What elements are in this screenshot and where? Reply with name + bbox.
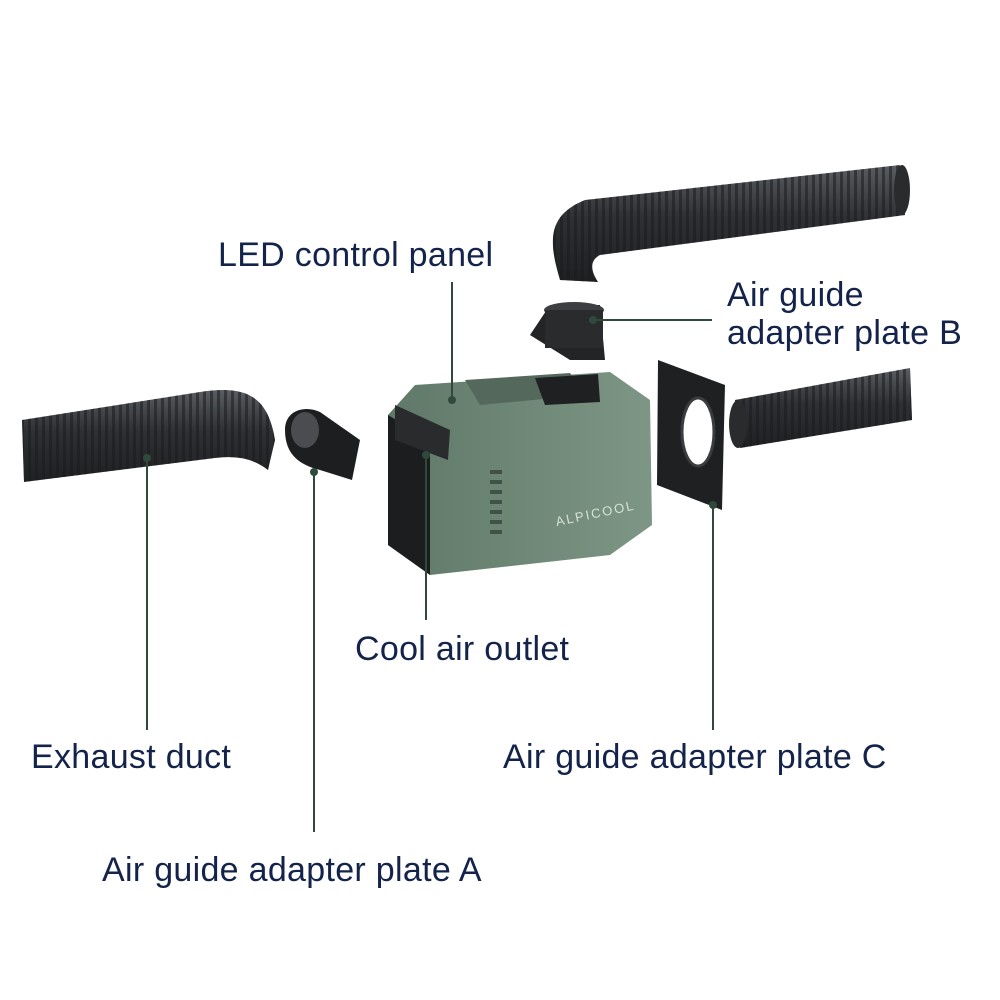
label-exhaust-duct: Exhaust duct	[31, 738, 232, 776]
air-guide-adapter-plate-b	[530, 302, 605, 360]
vent-slots	[490, 470, 502, 534]
exhaust-duct-right	[729, 368, 912, 448]
leader-lines	[143, 282, 717, 832]
leader-dot-a	[310, 468, 318, 476]
air-guide-adapter-plate-a	[285, 409, 360, 480]
label-led-control-panel: LED control panel	[218, 236, 494, 274]
label-air-guide-adapter-plate-b: Air guide adapter plate B	[727, 276, 962, 352]
exhaust-duct-top	[552, 165, 910, 282]
leader-dot-b	[589, 316, 597, 324]
air-conditioner-unit: ALPICOOL	[388, 372, 652, 575]
label-cool-air-outlet: Cool air outlet	[355, 630, 570, 668]
label-air-guide-adapter-plate-c: Air guide adapter plate C	[503, 738, 887, 776]
leader-dot-cool	[422, 451, 430, 459]
leader-dot-exhaust	[143, 454, 151, 462]
air-guide-adapter-plate-c	[657, 360, 725, 510]
exhaust-duct-left	[22, 389, 275, 482]
label-air-guide-adapter-plate-a: Air guide adapter plate A	[102, 851, 482, 889]
label-b-line2: adapter plate B	[727, 314, 963, 352]
leader-dot-c	[709, 501, 717, 509]
leader-dot-led	[448, 396, 456, 404]
label-b-line1: Air guide	[727, 276, 864, 314]
